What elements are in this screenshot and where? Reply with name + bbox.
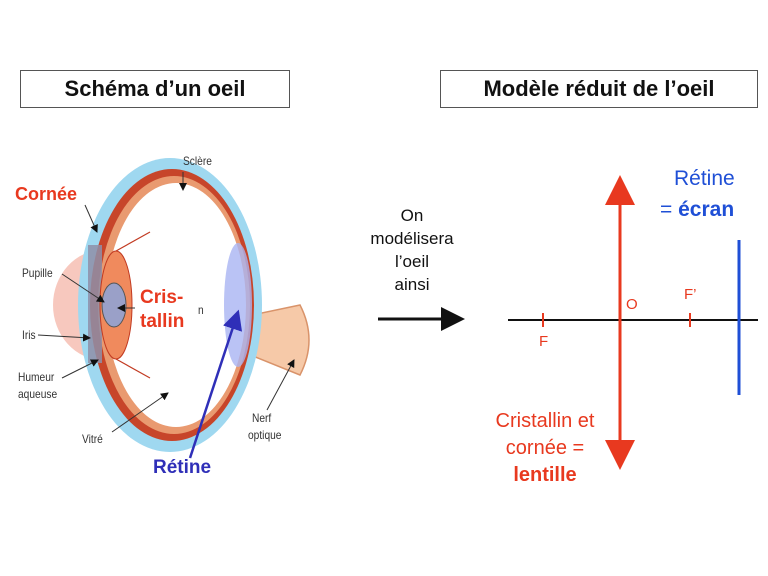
model-drawing: [508, 175, 758, 470]
iris-band: [88, 245, 102, 363]
lens-caption-3: lentille: [513, 464, 577, 486]
label-ecran: écran: [678, 198, 735, 221]
label-retine-model: Rétine: [674, 167, 735, 190]
ecran-prefix: =: [660, 198, 679, 221]
lens-caption-2: cornée =: [505, 437, 585, 459]
label-nerf-1: Nerf: [252, 411, 272, 425]
label-humeur-2: aqueuse: [18, 387, 58, 401]
label-vitre: Vitré: [82, 432, 103, 446]
right-title: Modèle réduit de l’oeil: [483, 76, 715, 101]
caption-line-3: l’oeil: [394, 252, 430, 271]
label-cornee: Cornée: [15, 184, 78, 204]
model-caption: On modélisera l’oeil ainsi: [352, 204, 472, 296]
left-title-box: Schéma d’un oeil: [20, 70, 290, 108]
label-f: F: [539, 333, 549, 350]
label-pupille: Pupille: [22, 266, 53, 280]
right-title-box: Modèle réduit de l’oeil: [440, 70, 758, 108]
lens-caption: Cristallin et cornée = lentille: [470, 408, 620, 489]
label-retine-eye: Rétine: [153, 457, 212, 478]
lens-caption-1: Cristallin et: [495, 410, 595, 432]
left-title: Schéma d’un oeil: [64, 76, 246, 101]
retina-zone: [224, 243, 252, 367]
label-humeur-1: Humeur: [18, 370, 55, 384]
label-cristallin-2: tallin: [140, 311, 185, 332]
label-fprime: F’: [684, 286, 697, 303]
label-nerf-2: optique: [248, 428, 282, 442]
caption-line-4: ainsi: [394, 275, 430, 294]
caption-line-1: On: [400, 206, 424, 225]
label-iris: Iris: [22, 328, 36, 342]
label-n: n: [198, 303, 204, 317]
vitreous-body: [106, 183, 246, 427]
label-o: O: [626, 296, 638, 313]
pupil: [101, 282, 127, 328]
label-sclere: Sclère: [183, 154, 212, 168]
caption-line-2: modélisera: [370, 229, 454, 248]
label-cristallin-1: Cris-: [140, 287, 184, 308]
eye-drawing: [37, 158, 310, 459]
label-ecran-line: = écran: [660, 198, 734, 222]
